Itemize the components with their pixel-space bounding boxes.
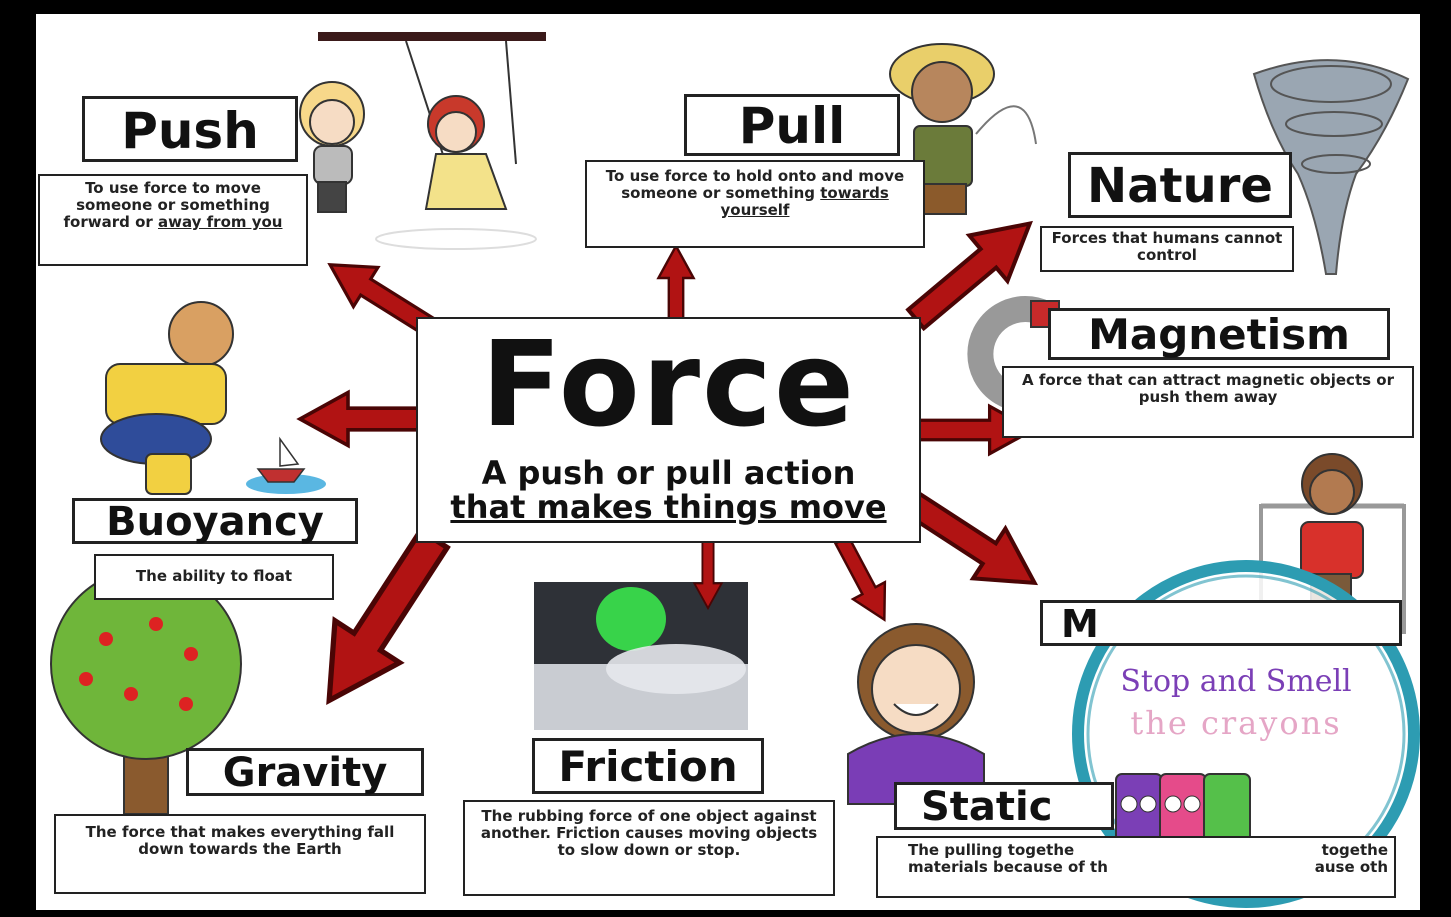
static-desc-right1: togethe	[1321, 841, 1388, 859]
buoyancy-desc: The ability to float	[135, 567, 293, 585]
push-children-illustration	[299, 81, 537, 250]
friction-title: Friction	[558, 742, 738, 791]
arrow-to-buoyancy	[298, 390, 434, 448]
pull-desc-underlined: towards yourself	[720, 183, 889, 219]
diagram-graphics	[50, 32, 1420, 908]
magnetism-desc-box: A force that can attract magnetic object…	[1002, 366, 1414, 438]
buoyancy-boy-illustration	[100, 301, 326, 495]
friction-photo	[534, 582, 748, 730]
magnetism-desc: A force that can attract magnetic object…	[1022, 371, 1394, 406]
watermark-line2: the crayons	[1130, 704, 1342, 742]
static-desc-box: The pulling togethe materials because of…	[876, 836, 1396, 898]
push-title-box: Push	[82, 96, 298, 162]
muscle-title: M	[1061, 602, 1099, 646]
static-title-box: Static	[894, 782, 1114, 830]
buoyancy-title-box: Buoyancy	[72, 498, 358, 544]
push-desc: To use force to move someone or somethin…	[63, 179, 270, 231]
pull-desc-box: To use force to hold onto and move someo…	[585, 160, 925, 248]
watermark-line1: Stop and Smell	[1120, 664, 1352, 699]
force-diagram: Force A push or pull action that makes t…	[36, 14, 1420, 910]
arrow-to-static	[824, 530, 902, 630]
nature-title: Nature	[1087, 158, 1273, 214]
gravity-desc-box: The force that makes everything fall dow…	[54, 814, 426, 894]
nature-desc-box: Forces that humans cannot control	[1040, 226, 1294, 272]
magnetism-title: Magnetism	[1088, 310, 1350, 359]
pull-title: Pull	[738, 97, 846, 155]
center-title: Force	[480, 315, 857, 453]
friction-desc: The rubbing force of one object against …	[480, 807, 818, 859]
pull-desc: To use force to hold onto and move someo…	[605, 167, 905, 202]
nature-desc: Forces that humans cannot control	[1051, 229, 1283, 264]
center-box: Force A push or pull action that makes t…	[416, 317, 921, 543]
magnetism-title-box: Magnetism	[1048, 308, 1390, 360]
static-desc-line1: The pulling togethe	[908, 841, 1075, 859]
muscle-title-box: M	[1040, 600, 1402, 646]
center-subtitle-line2: that makes things move	[450, 488, 887, 526]
nature-title-box: Nature	[1068, 152, 1292, 218]
gravity-desc: The force that makes everything fall dow…	[85, 823, 395, 858]
swing-bar	[318, 32, 546, 41]
static-title: Static	[921, 784, 1053, 830]
buoyancy-desc-box: The ability to float	[94, 554, 334, 600]
push-desc-box: To use force to move someone or somethin…	[38, 174, 308, 266]
muscle-boy-illustration	[1259, 453, 1406, 634]
gravity-title-box: Gravity	[186, 748, 424, 796]
static-desc-right2: ause oth	[1314, 857, 1388, 876]
gravity-title: Gravity	[222, 750, 388, 796]
static-girl-illustration	[847, 623, 985, 805]
pull-title-box: Pull	[684, 94, 900, 156]
friction-title-box: Friction	[532, 738, 764, 794]
static-desc-line2: materials because of th	[908, 857, 1108, 876]
center-subtitle-line1: A push or pull action	[481, 454, 856, 492]
arrow-to-gravity	[297, 518, 466, 721]
push-desc-underlined: away from you	[158, 212, 283, 231]
push-title: Push	[121, 102, 259, 160]
friction-desc-box: The rubbing force of one object against …	[463, 800, 835, 896]
apple-tree-illustration	[50, 568, 242, 815]
buoyancy-title: Buoyancy	[106, 499, 324, 545]
tornado-illustration	[1252, 59, 1410, 275]
